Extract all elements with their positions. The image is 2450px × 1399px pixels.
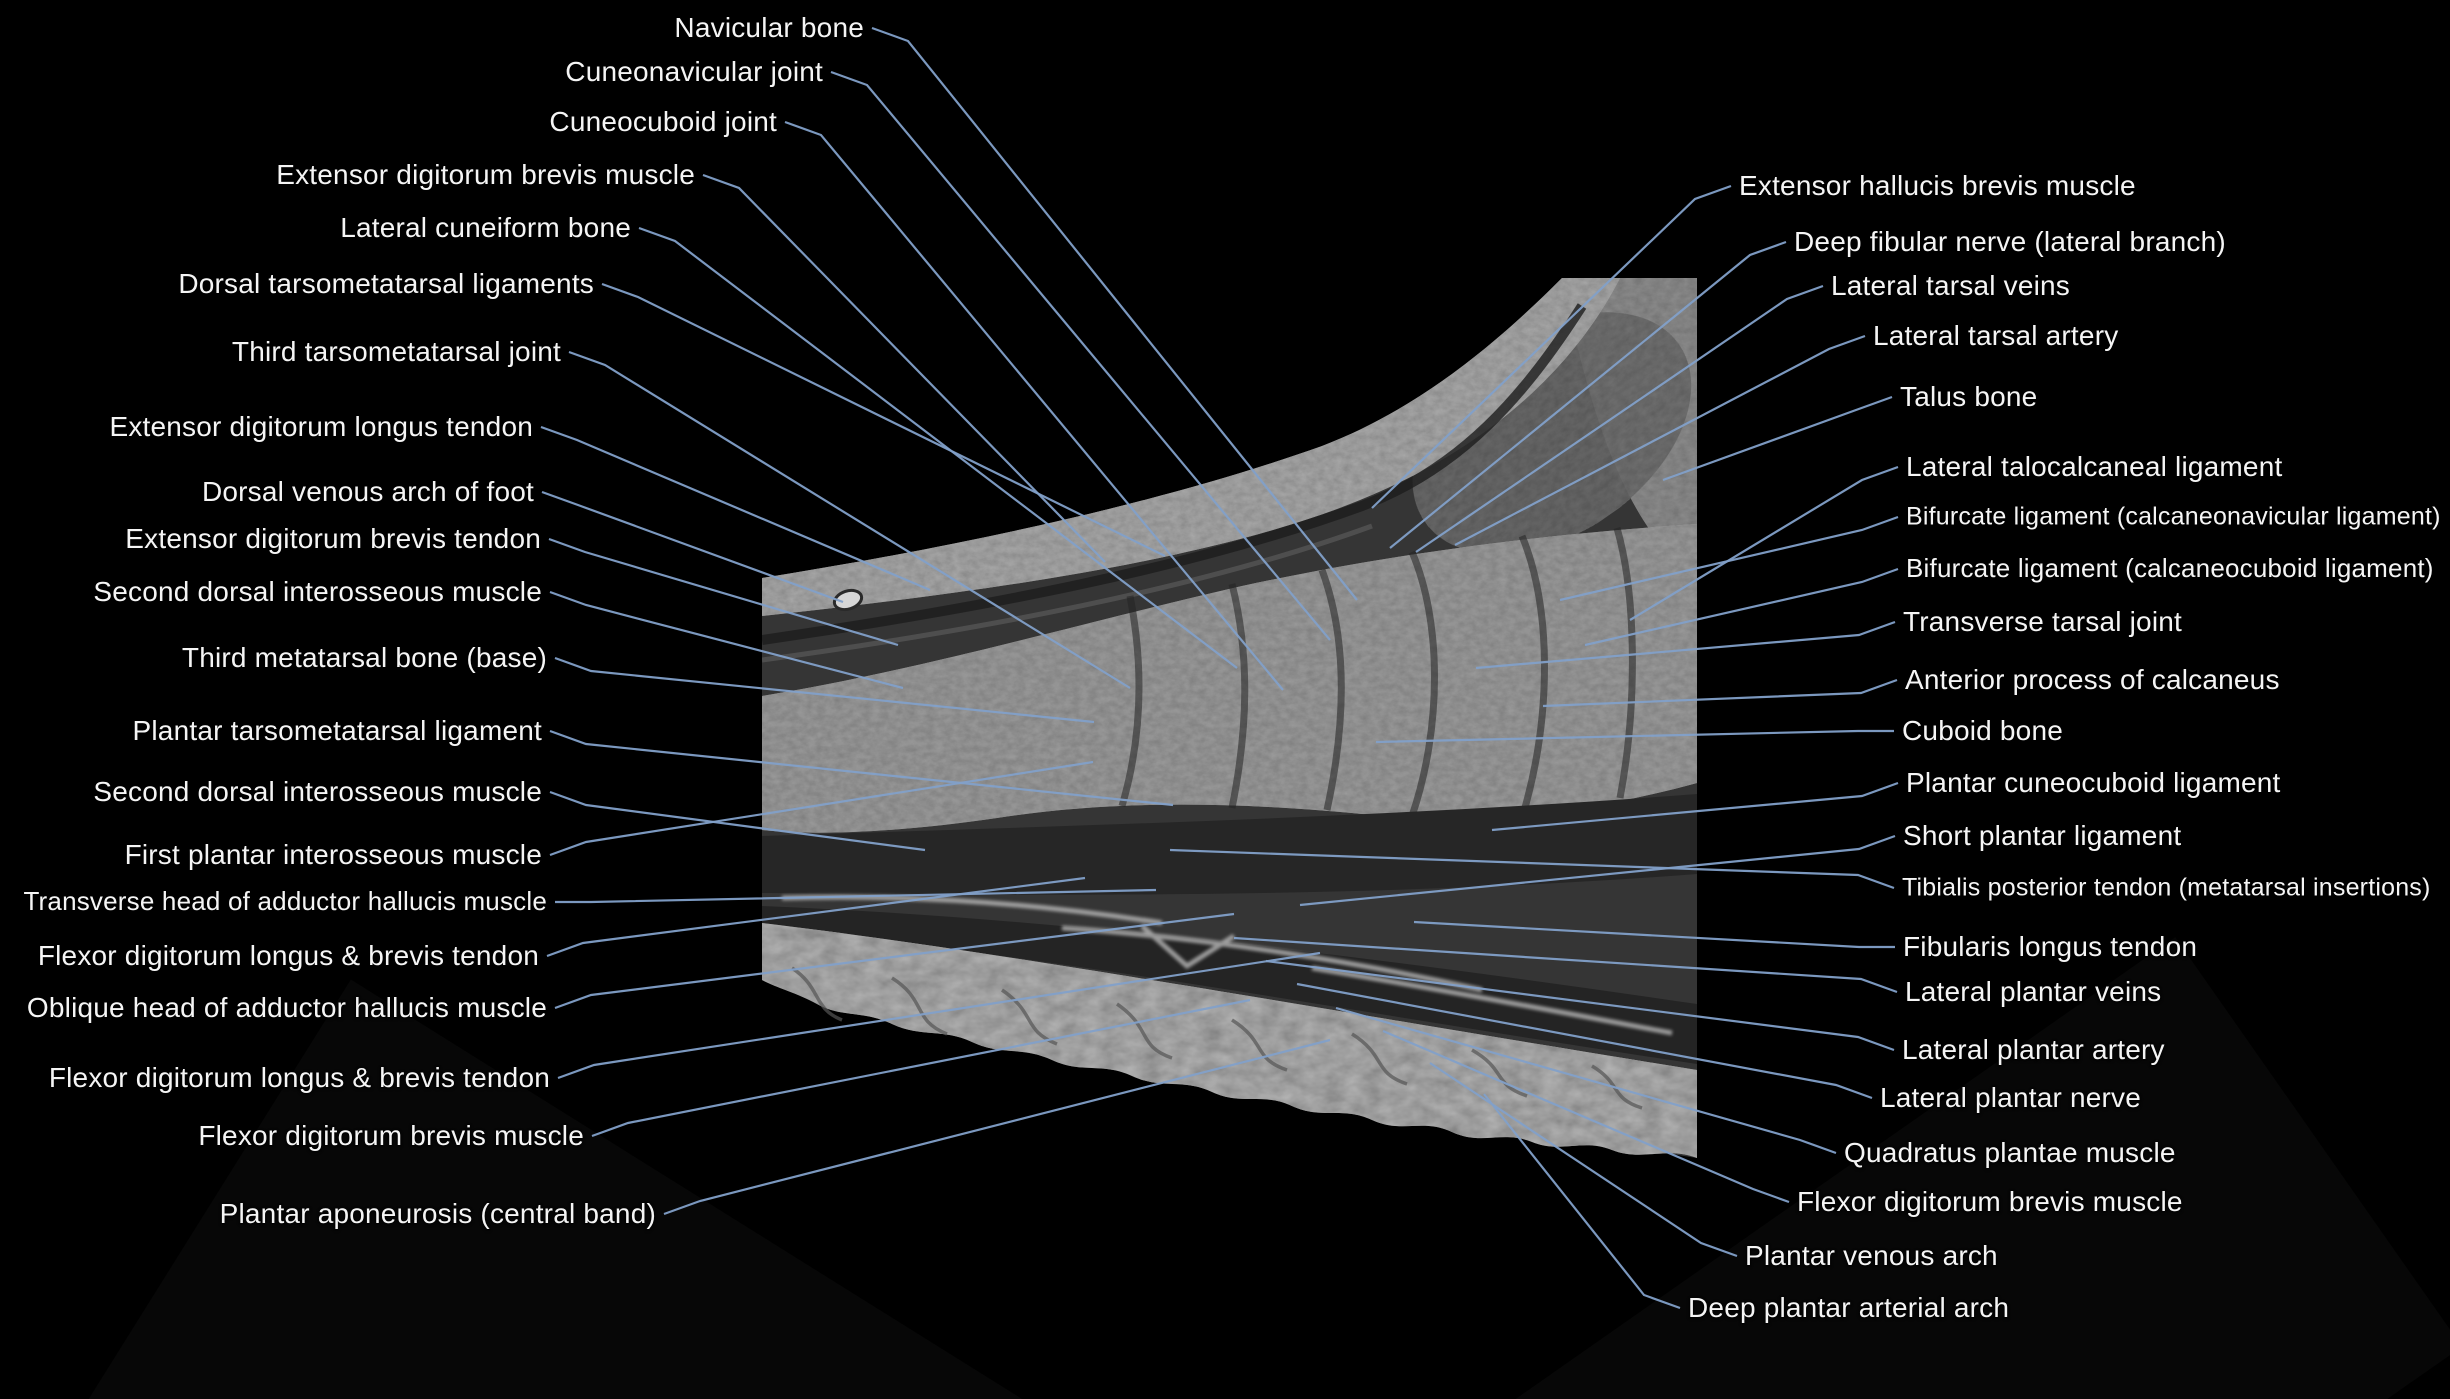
anatomy-label: Bifurcate ligament (calcaneocuboid ligam… bbox=[1906, 553, 2434, 584]
anatomy-label: Lateral plantar artery bbox=[1902, 1033, 2165, 1065]
anatomy-label: Navicular bone bbox=[674, 11, 864, 43]
anatomy-label: Extensor digitorum longus tendon bbox=[109, 410, 533, 442]
anatomy-label: Cuboid bone bbox=[1902, 714, 2063, 746]
anatomy-label: Transverse head of adductor hallucis mus… bbox=[23, 886, 547, 917]
anatomy-label: First plantar interosseous muscle bbox=[124, 838, 542, 870]
anatomy-label: Flexor digitorum longus & brevis tendon bbox=[48, 1061, 550, 1093]
anatomy-label: Anterior process of calcaneus bbox=[1905, 663, 2280, 695]
anatomy-label: Flexor digitorum brevis muscle bbox=[198, 1119, 584, 1151]
anatomy-label: Lateral talocalcaneal ligament bbox=[1906, 450, 2283, 482]
anatomy-label: Short plantar ligament bbox=[1903, 819, 2182, 851]
anatomy-label: Dorsal venous arch of foot bbox=[201, 475, 534, 507]
anatomy-label: Cuneocuboid joint bbox=[549, 105, 777, 137]
mri-image bbox=[762, 278, 1697, 1158]
anatomy-label: Quadratus plantae muscle bbox=[1844, 1136, 2176, 1168]
anatomy-label: Plantar cuneocuboid ligament bbox=[1906, 766, 2281, 798]
anatomy-label: Plantar tarsometatarsal ligament bbox=[132, 714, 542, 746]
anatomy-label: Extensor digitorum brevis muscle bbox=[276, 158, 695, 190]
leader-line bbox=[1662, 395, 1893, 482]
anatomy-label: Lateral cuneiform bone bbox=[340, 211, 631, 243]
anatomy-label: Second dorsal interosseous muscle bbox=[93, 575, 542, 607]
anatomy-label: Lateral plantar veins bbox=[1905, 975, 2162, 1007]
anatomy-label: Flexor digitorum longus & brevis tendon bbox=[37, 939, 539, 971]
anatomy-label: Third metatarsal bone (base) bbox=[181, 641, 547, 673]
anatomy-label: Bifurcate ligament (calcaneonavicular li… bbox=[1906, 502, 2441, 531]
anatomy-label: Transverse tarsal joint bbox=[1903, 605, 2182, 637]
anatomy-label: Third tarsometatarsal joint bbox=[231, 335, 561, 367]
anatomy-label: Lateral tarsal veins bbox=[1831, 269, 2071, 301]
anatomy-label: Lateral tarsal artery bbox=[1873, 319, 2119, 351]
anatomy-label: Flexor digitorum brevis muscle bbox=[1797, 1185, 2183, 1217]
anatomy-label: Cuneonavicular joint bbox=[565, 55, 823, 87]
anatomy-label: Lateral plantar nerve bbox=[1880, 1081, 2142, 1113]
anatomy-label: Extensor digitorum brevis tendon bbox=[125, 522, 541, 554]
anatomy-label: Plantar aponeurosis (central band) bbox=[219, 1197, 656, 1229]
anatomy-label: Second dorsal interosseous muscle bbox=[93, 775, 542, 807]
anatomy-label: Deep plantar arterial arch bbox=[1688, 1291, 2010, 1323]
anatomy-label: Dorsal tarsometatarsal ligaments bbox=[178, 267, 594, 299]
anatomy-label: Tibialis posterior tendon (metatarsal in… bbox=[1902, 873, 2431, 902]
anatomy-label: Extensor hallucis brevis muscle bbox=[1739, 169, 2136, 201]
anatomy-label: Oblique head of adductor hallucis muscle bbox=[26, 991, 547, 1023]
anatomy-label: Talus bone bbox=[1900, 380, 2038, 412]
anatomy-label: Plantar venous arch bbox=[1745, 1239, 1998, 1271]
anatomy-label: Deep fibular nerve (lateral branch) bbox=[1794, 225, 2226, 257]
anatomy-label: Fibularis longus tendon bbox=[1903, 930, 2198, 962]
